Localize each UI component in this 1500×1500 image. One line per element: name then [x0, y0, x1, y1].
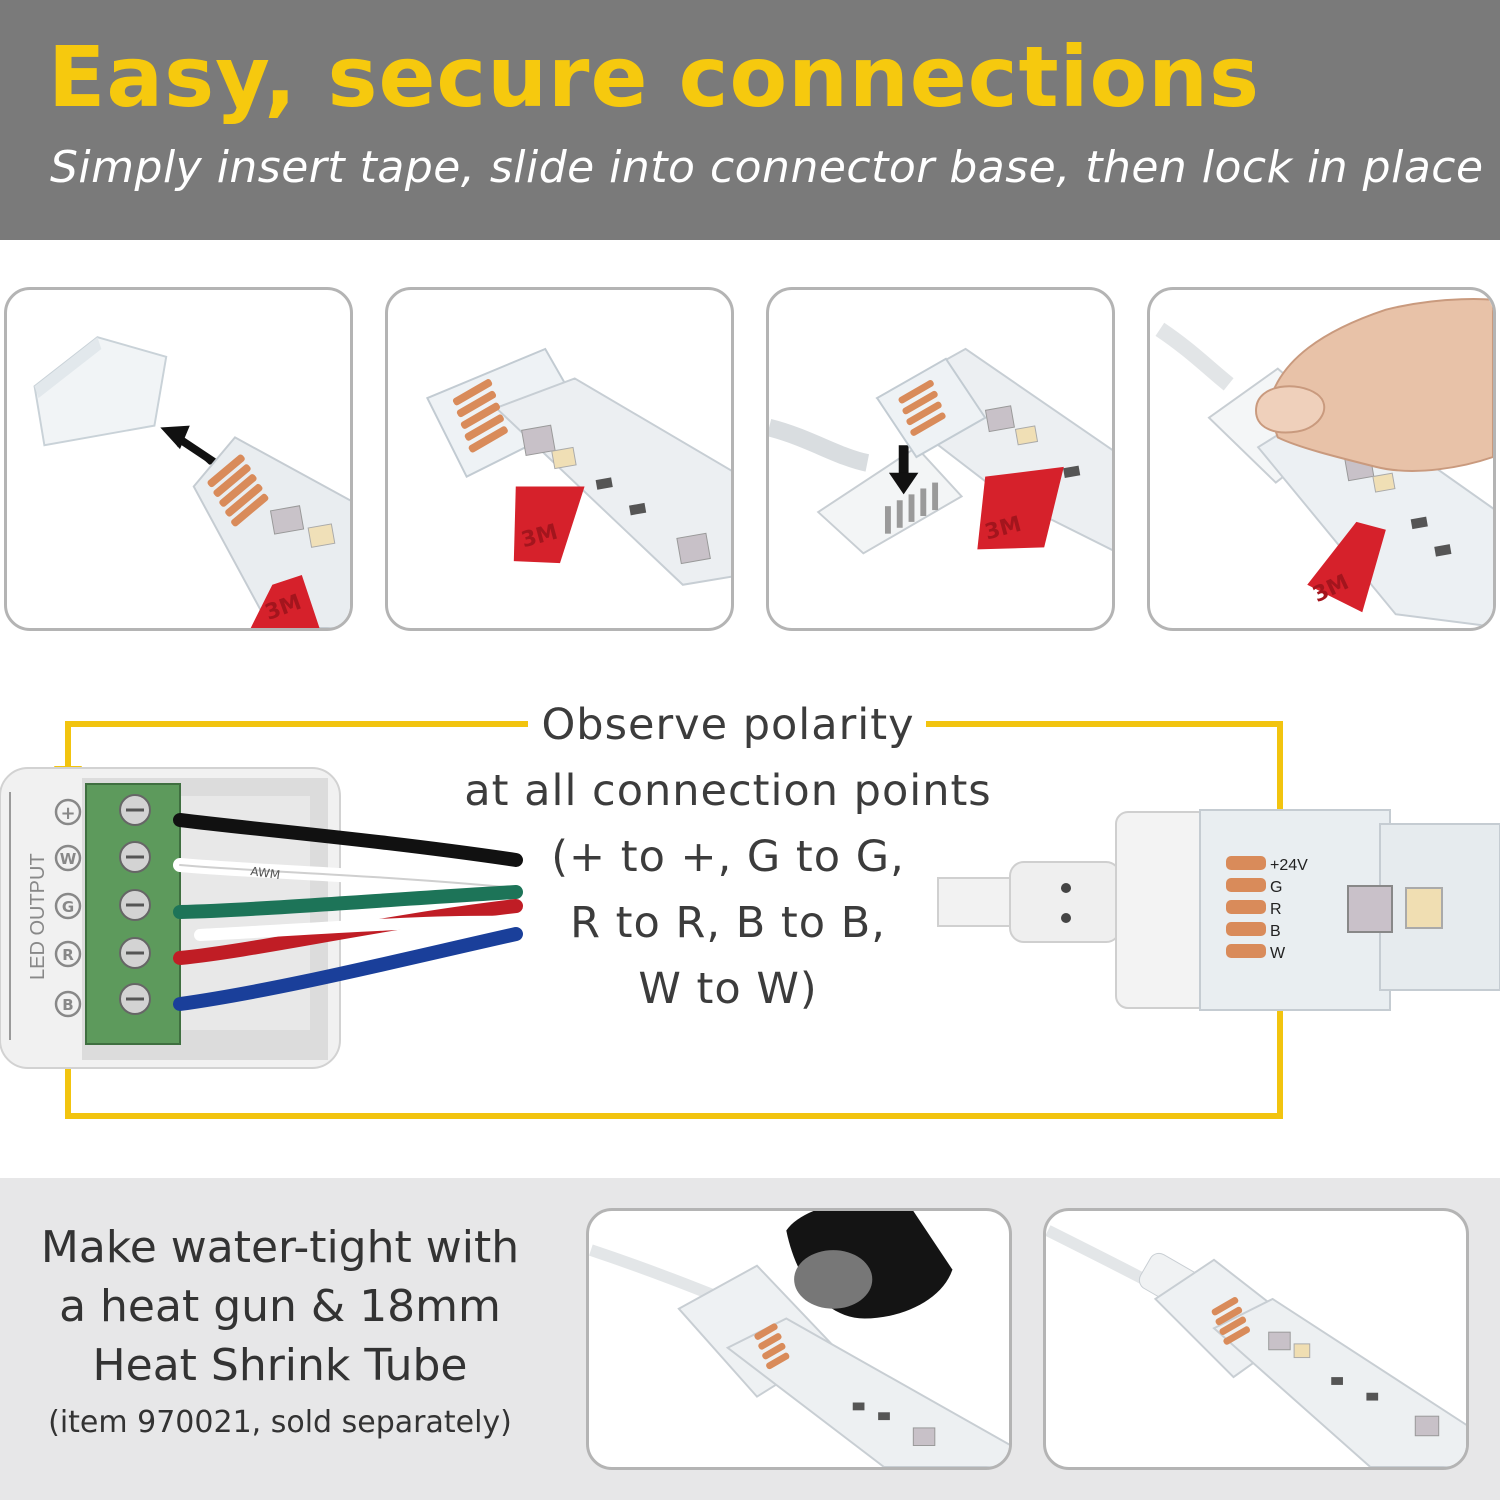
wires: [173, 813, 523, 1011]
heat-gun-illustration: [589, 1211, 1009, 1467]
polarity-line-4: R to R, B to B,: [570, 898, 886, 948]
terminal-symbol-w: W: [60, 850, 77, 868]
polarity-guide-lines: [65, 721, 1283, 1119]
pin-label-w: W: [1270, 945, 1286, 962]
terminal-symbol-r: R: [62, 946, 74, 964]
watertight-line-1: Make water-tight with: [40, 1222, 520, 1273]
pin-label-g: G: [1270, 879, 1282, 896]
watertight-instructions: Make water-tight with a heat gun & 18mm …: [20, 1218, 540, 1451]
step-4-illustration: 3M: [1155, 298, 1493, 628]
polarity-line-1: Observe polarity: [541, 700, 915, 750]
polarity-line-2: at all connection points: [464, 766, 992, 816]
tape-connector: [937, 809, 1500, 1011]
terminal-symbol-g: G: [62, 898, 74, 916]
pin-label-24v: +24V: [1270, 857, 1308, 874]
watertight-line-2: a heat gun & 18mm: [59, 1281, 501, 1332]
terminal-block: [85, 783, 181, 1045]
page-title: Easy, secure connections: [48, 28, 1260, 126]
terminal-symbol-plus: +: [60, 803, 75, 824]
terminal-symbols: + W G R B: [54, 798, 82, 1018]
polarity-instruction: Observe polarity at all connection point…: [450, 692, 1006, 1022]
polarity-diagram: LED OUTPUT + W G R B: [0, 721, 1500, 1119]
step-3-panel: 3M: [766, 287, 1115, 631]
step-3-illustration: 3M: [769, 347, 1112, 555]
wire-print-label: AWM: [250, 864, 281, 882]
led-output-label: LED OUTPUT: [27, 853, 49, 980]
page-subtitle: Simply insert tape, slide into connector…: [50, 142, 1484, 193]
heat-gun-panel: [586, 1208, 1012, 1470]
pin-label-r: R: [1270, 901, 1282, 918]
pin-label-b: B: [1270, 923, 1281, 940]
finished-connection-illustration: [1046, 1225, 1466, 1467]
terminal-symbol-b: B: [62, 996, 73, 1014]
step-1-illustration: 3M: [33, 336, 350, 628]
polarity-line-5: W to W): [638, 964, 818, 1014]
header-banner: Easy, secure connections Simply insert t…: [0, 0, 1500, 240]
watertight-line-3: Heat Shrink Tube: [92, 1340, 468, 1391]
finished-connection-panel: [1043, 1208, 1469, 1470]
step-2-illustration: 3M: [425, 347, 731, 586]
step-2-panel: 3M: [385, 287, 734, 631]
connector-pin-labels: +24V G R B W: [1270, 857, 1308, 962]
step-1-panel: 3M: [4, 287, 353, 631]
polarity-line-3: (+ to +, G to G,: [551, 832, 905, 882]
step-4-panel: 3M: [1147, 287, 1496, 631]
watertight-note: (item 970021, sold separately): [48, 1405, 512, 1440]
